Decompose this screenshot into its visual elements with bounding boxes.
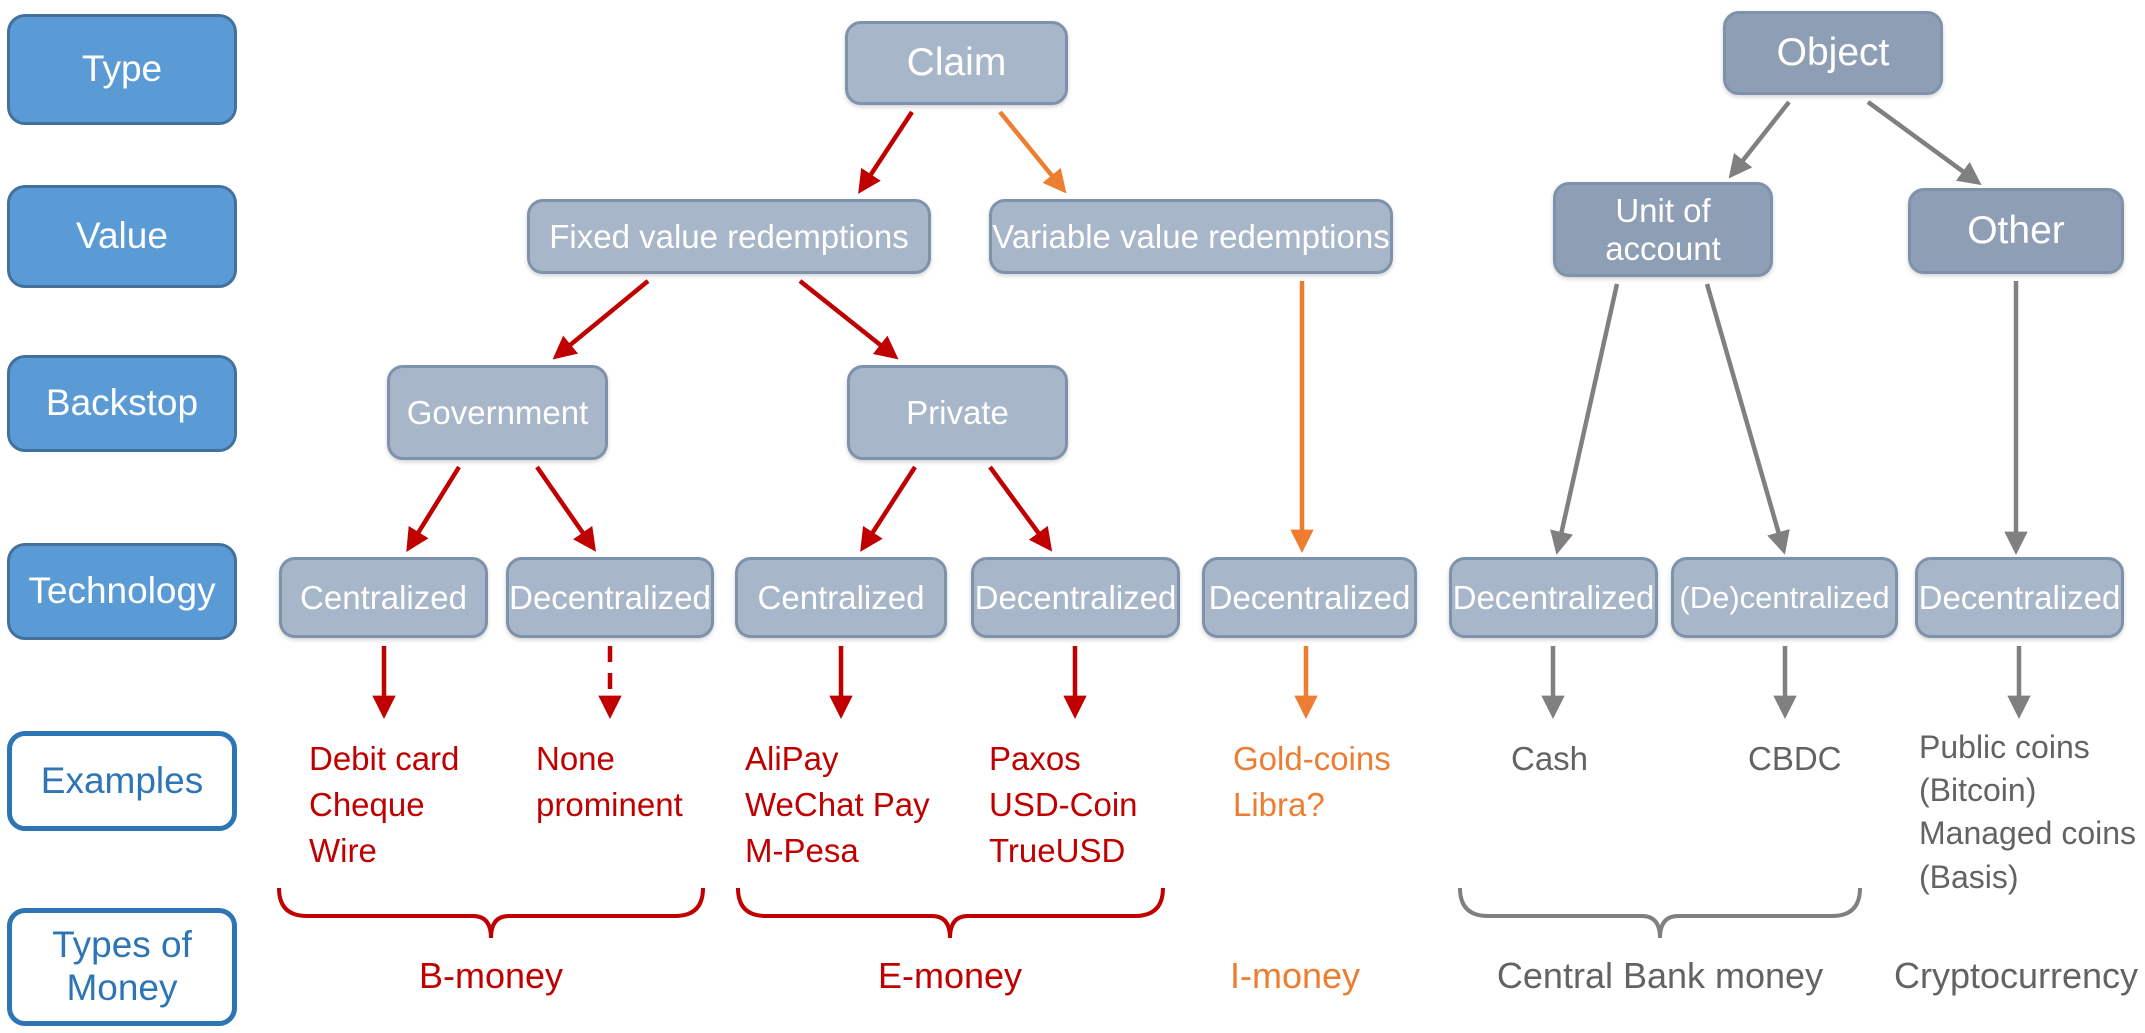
arrow-object-to-other (1866, 100, 1982, 186)
node-government: Government (387, 365, 608, 460)
arrow-claim-to-variable (998, 110, 1067, 194)
node-fixed-value-redemptions: Fixed value redemptions (527, 199, 931, 274)
node-tech-decentralized-government: Decentralized (506, 557, 714, 638)
arrow-claim-to-fixed (858, 110, 914, 194)
row-label-examples: Examples (7, 731, 237, 831)
examples-cash: Cash (1511, 740, 1589, 777)
arrow-fixed-to-government (552, 279, 650, 360)
examples-government-decentralized: None prominent (536, 740, 683, 824)
node-tech-decentralized-cash: Decentralized (1449, 557, 1658, 638)
examples-public-coins: Public coins (Bitcoin) Managed coins (Ba… (1919, 729, 2137, 895)
arrow-unit-of-account-to-decentralized (1550, 283, 1620, 555)
row-label-type: Type (7, 14, 237, 125)
arrow-object-to-unit-of-account (1728, 100, 1791, 179)
examples-government-centralized: Debit card Cheque Wire (309, 740, 460, 870)
brace-central-bank-money (1458, 887, 1862, 939)
arrow-unit-of-account-to-de-centralized (1704, 283, 1790, 555)
arrow-fixed-to-private (798, 279, 899, 360)
row-label-types-of-money: Types of Money (7, 908, 237, 1026)
arrow-private-to-decentralized (988, 465, 1053, 552)
brace-b-money (277, 887, 705, 939)
node-tech-decentralized-variable: Decentralized (1202, 557, 1417, 638)
node-other: Other (1908, 188, 2124, 274)
money-type-central-bank-money: Central Bank money (1496, 955, 1824, 996)
money-type-cryptocurrency: Cryptocurrency (1893, 955, 2139, 996)
node-private: Private (847, 365, 1068, 460)
node-object: Object (1723, 11, 1943, 95)
node-tech-centralized-government: Centralized (279, 557, 488, 638)
examples-private-decentralized: Paxos USD-Coin TrueUSD (989, 740, 1138, 870)
money-type-b-money: B-money (418, 955, 564, 996)
node-tech-de-centralized-cbdc: (De)centralized (1671, 557, 1898, 638)
examples-cbdc: CBDC (1748, 740, 1842, 777)
arrow-private-to-centralized (860, 465, 917, 552)
node-tech-decentralized-private: Decentralized (971, 557, 1180, 638)
node-claim: Claim (845, 21, 1068, 105)
row-label-technology: Technology (7, 543, 237, 640)
arrow-government-to-decentralized (535, 465, 597, 552)
node-tech-decentralized-crypto: Decentralized (1915, 557, 2124, 638)
money-type-i-money: I-money (1229, 955, 1361, 996)
row-label-value: Value (7, 185, 237, 288)
arrow-government-to-centralized (406, 465, 461, 552)
node-tech-centralized-private: Centralized (735, 557, 947, 638)
examples-private-centralized: AliPay WeChat Pay M-Pesa (745, 740, 930, 870)
money-type-e-money: E-money (877, 955, 1023, 996)
brace-e-money (736, 887, 1165, 939)
node-variable-value-redemptions: Variable value redemptions (989, 199, 1393, 274)
examples-variable-decentralized: Gold-coins Libra? (1233, 740, 1391, 824)
row-label-backstop: Backstop (7, 355, 237, 452)
node-unit-of-account: Unit of account (1553, 182, 1773, 277)
